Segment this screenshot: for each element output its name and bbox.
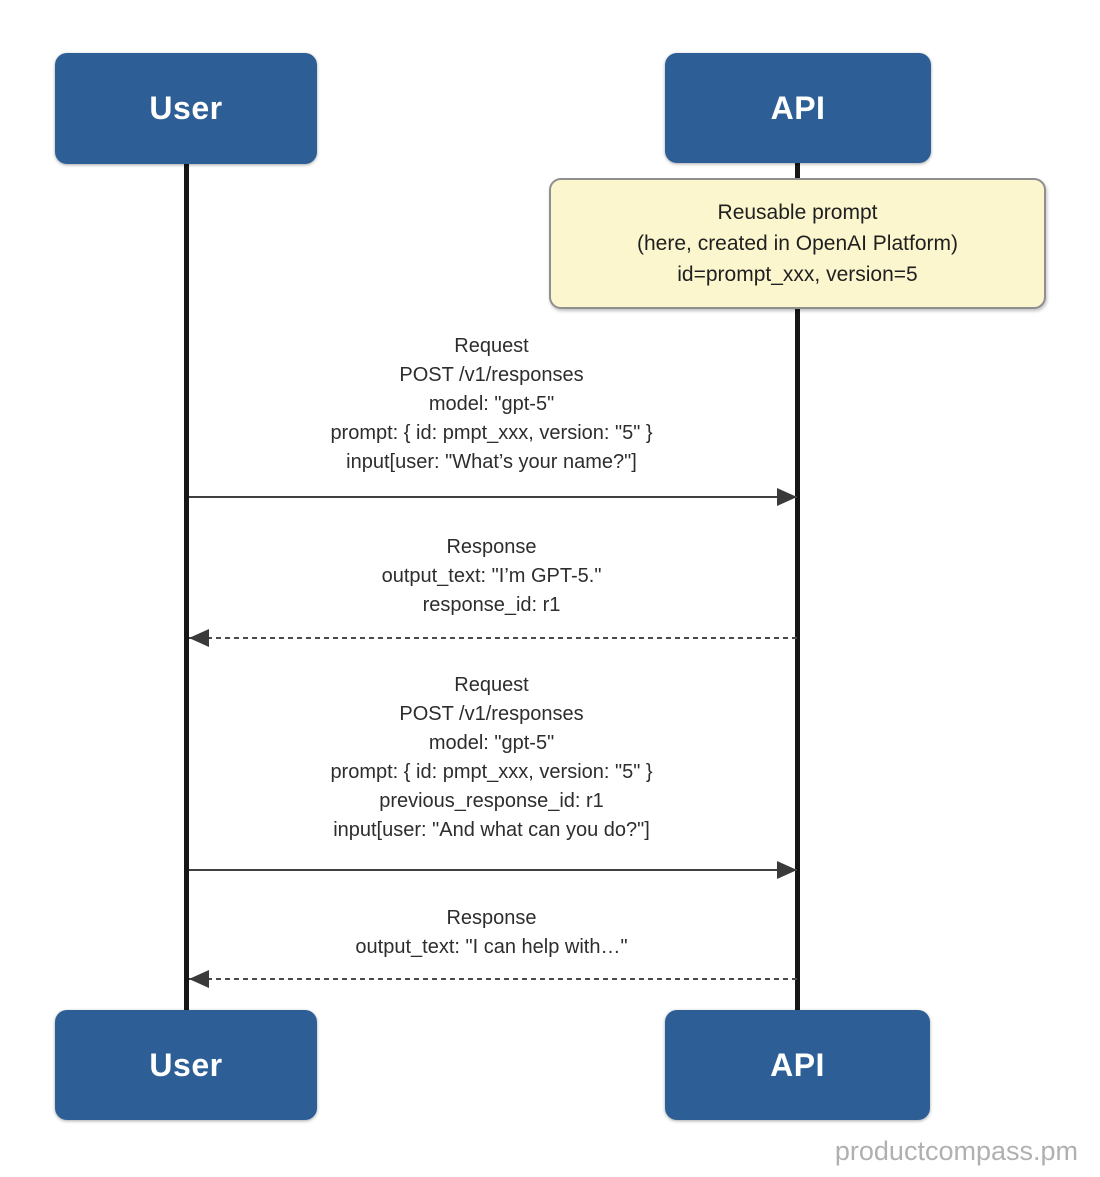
user-lifeline (184, 160, 189, 1012)
arrowhead-left-icon (189, 970, 209, 988)
actor-user-top-label: User (149, 90, 223, 126)
actor-api-top: API (665, 53, 931, 163)
actor-api-top-label: API (770, 89, 826, 126)
arrow-line (189, 496, 797, 498)
message-line: POST /v1/responses (399, 364, 584, 386)
arrowhead-right-icon (777, 861, 797, 879)
message-line: previous_response_id: r1 (379, 790, 604, 812)
message-line: prompt: { id: pmpt_xxx, version: "5" } (330, 422, 653, 444)
message-1-request-text: Request POST /v1/responses model: "gpt-5… (186, 332, 797, 477)
arrowhead-right-icon (777, 488, 797, 506)
watermark: productcompass.pm (834, 1136, 1078, 1166)
message-line: model: "gpt-5" (428, 393, 555, 415)
actor-api-bottom-label: API (770, 1046, 825, 1083)
arrow-line (189, 978, 797, 980)
message-4-response-text: Response output_text: "I can help with…" (186, 904, 797, 962)
arrow-line (189, 637, 797, 639)
note-line: (here, created in OpenAI Platform) (637, 232, 958, 255)
arrow-line (189, 869, 797, 871)
message-line: prompt: { id: pmpt_xxx, version: "5" } (330, 761, 653, 783)
arrowhead-left-icon (189, 629, 209, 647)
note-line: Reusable prompt (717, 201, 878, 224)
actor-api-bottom: API (665, 1010, 930, 1120)
message-2-response-text: Response output_text: "I’m GPT-5." respo… (186, 533, 797, 620)
message-line: input[user: "What’s your name?"] (346, 451, 637, 473)
message-line: Response (446, 536, 537, 558)
message-line: output_text: "I can help with…" (355, 936, 628, 958)
api-lifeline (795, 160, 800, 1012)
message-line: Response (446, 907, 537, 929)
message-line: Request (454, 335, 529, 357)
message-line: POST /v1/responses (399, 703, 584, 725)
message-line: Request (454, 674, 529, 696)
message-line: response_id: r1 (422, 594, 561, 616)
message-line: model: "gpt-5" (428, 732, 555, 754)
message-line: input[user: "And what can you do?"] (333, 819, 650, 841)
reusable-prompt-note: Reusable prompt (here, created in OpenAI… (549, 178, 1046, 309)
actor-user-top: User (55, 53, 317, 164)
actor-user-bottom: User (55, 1010, 317, 1120)
message-3-request-text: Request POST /v1/responses model: "gpt-5… (186, 671, 797, 845)
note-line: id=prompt_xxx, version=5 (677, 263, 918, 286)
message-line: output_text: "I’m GPT-5." (381, 565, 602, 587)
actor-user-bottom-label: User (149, 1046, 223, 1083)
